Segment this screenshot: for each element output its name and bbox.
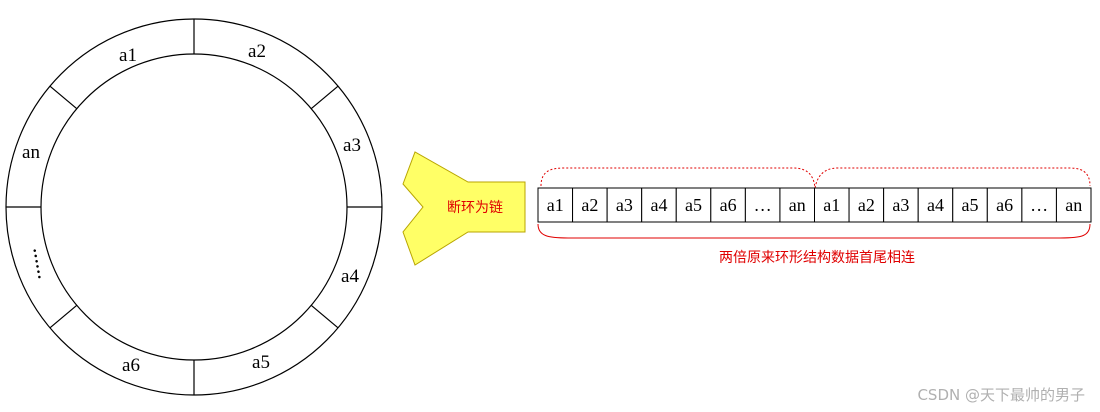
ring-label-a2: a2: [248, 41, 266, 62]
ring-label-a5: a5: [252, 352, 270, 373]
array-cell-label: a1: [547, 195, 564, 215]
array-cell-label: a4: [650, 195, 667, 215]
array-cell-label: a6: [996, 195, 1013, 215]
array-cell: [952, 187, 988, 223]
first-half-dotted-brace: [540, 167, 816, 189]
array-caption: 两倍原来环形结构数据首尾相连: [719, 250, 915, 266]
array-cell: [744, 187, 781, 223]
ring-label-an: an: [22, 142, 40, 163]
ring-divider: [49, 85, 78, 110]
ring-divider: [49, 304, 78, 329]
array-cell: [883, 187, 919, 223]
ring-outer-circle: [5, 18, 383, 396]
array-cell: [814, 187, 850, 223]
array-cell-label: a1: [823, 195, 840, 215]
array-cell-label: an: [1065, 195, 1082, 215]
array-cell: [641, 187, 677, 223]
array-cell-label: …: [754, 195, 772, 215]
arrow-shape: [402, 151, 526, 266]
array-cell: [537, 187, 574, 223]
array-cell-label: a5: [685, 195, 702, 215]
arrow-label: 断环为链: [447, 200, 503, 216]
array-cells: a1 a2 a3 a4 a5 a6 … an a1 a2 a3 a4 a5 a6 … an: [537, 187, 1092, 223]
break-ring-arrow: 断环为链: [402, 151, 526, 266]
array-cell: [986, 187, 1023, 223]
doubled-array: a1 a2 a3 a4 a5 a6 … an a1 a2 a3 a4 a5 a6 … an 两倍原来环形结构数…: [537, 167, 1092, 266]
ring-inner-circle: [40, 53, 348, 361]
array-cell: [848, 187, 885, 223]
array-cell-label: a4: [927, 195, 944, 215]
array-cell-label: …: [1030, 195, 1048, 215]
array-cell-label: a3: [892, 195, 909, 215]
array-bottom-brace: [537, 223, 1091, 239]
watermark: CSDN @天下最帅的男子: [917, 386, 1085, 404]
second-half-dotted-brace: [814, 167, 1091, 189]
array-cell: [1055, 187, 1092, 223]
array-cell-label: a6: [720, 195, 737, 215]
ring-ellipsis: ……: [29, 246, 51, 280]
array-cell: [675, 187, 712, 223]
ring-dividers: [6, 19, 382, 395]
array-cell: [917, 187, 954, 223]
ring-divider: [310, 304, 339, 329]
array-cell-label: a2: [858, 195, 875, 215]
array-cell: [779, 187, 816, 223]
array-cell-label: an: [789, 195, 806, 215]
ring: a1 a2 a3 a4 a5 a6 an ……: [5, 18, 383, 396]
array-cell-label: a5: [962, 195, 979, 215]
ring-label-a6: a6: [122, 355, 140, 376]
ring-divider: [310, 85, 339, 110]
array-cell-label: a2: [581, 195, 598, 215]
ring-label-a3: a3: [343, 135, 361, 156]
array-cell: [710, 187, 746, 223]
ring-label-a4: a4: [341, 266, 359, 287]
array-cell-label: a3: [616, 195, 633, 215]
ring-label-a1: a1: [119, 45, 137, 66]
